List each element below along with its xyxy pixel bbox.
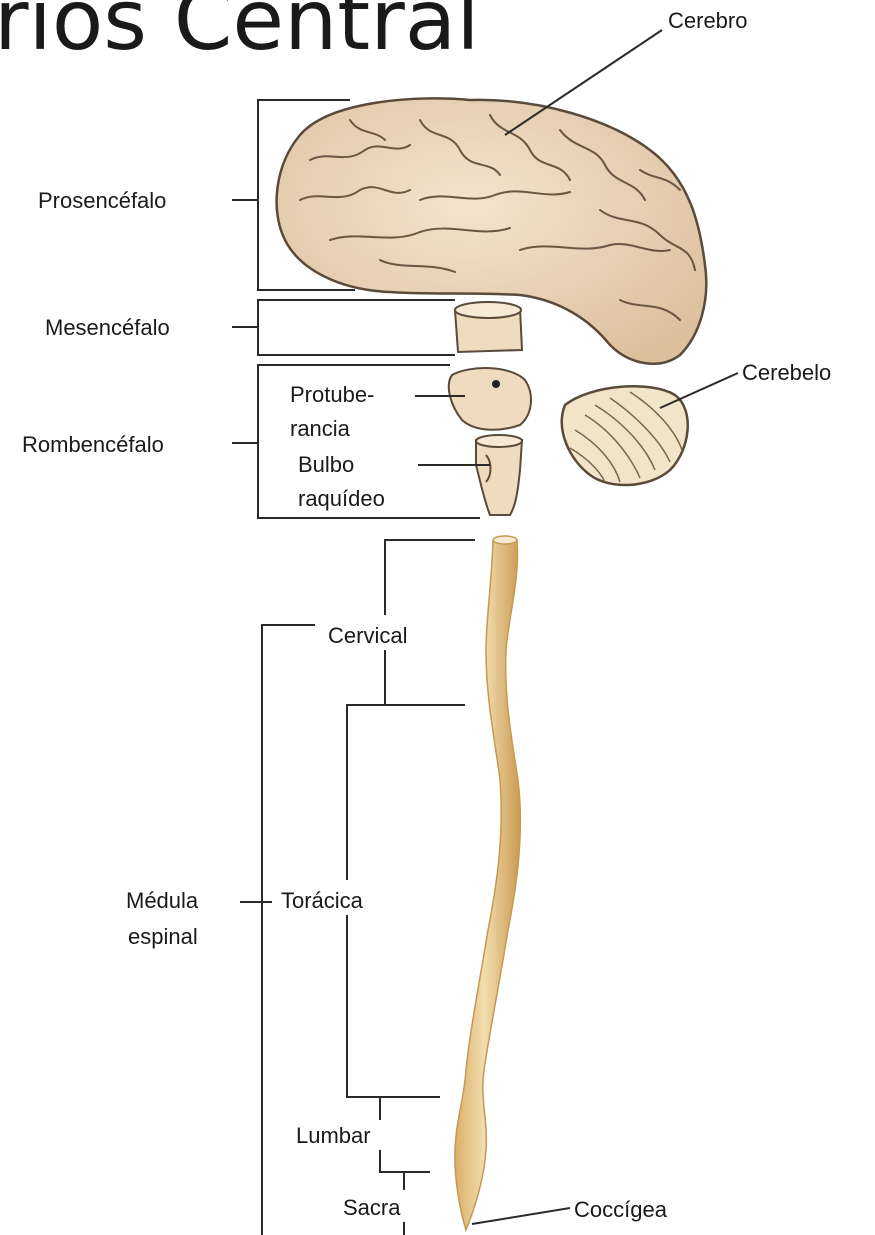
label-mesencefalo: Mesencéfalo (45, 315, 170, 340)
label-toracica: Torácica (281, 888, 364, 913)
label-rombencefalo: Rombencéfalo (22, 432, 164, 457)
label-lumbar: Lumbar (296, 1123, 371, 1148)
label-bulbo-2: raquídeo (298, 486, 385, 511)
label-cerebelo: Cerebelo (742, 360, 831, 385)
label-cervical: Cervical (328, 623, 407, 648)
label-coccigea: Coccígea (574, 1197, 668, 1222)
medulla-shape (476, 435, 522, 515)
cerebellum-shape (562, 386, 688, 485)
label-cerebro: Cerebro (668, 8, 747, 33)
label-medula-2: espinal (128, 924, 198, 949)
label-medula-1: Médula (126, 888, 199, 913)
label-protuberancia-1: Protube- (290, 382, 374, 407)
label-bulbo-1: Bulbo (298, 452, 354, 477)
label-prosencefalo: Prosencéfalo (38, 188, 166, 213)
midbrain-shape (455, 302, 522, 352)
label-sacra: Sacra (343, 1195, 401, 1220)
label-protuberancia-2: rancia (290, 416, 351, 441)
pons-shape (449, 368, 531, 430)
spinal-cord-shape (455, 536, 521, 1230)
